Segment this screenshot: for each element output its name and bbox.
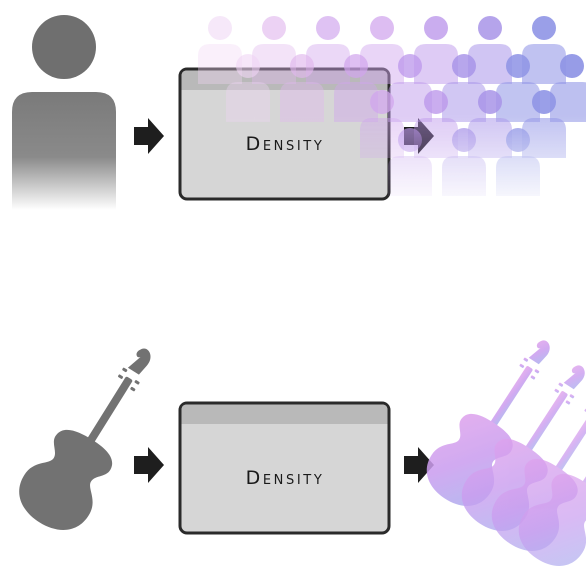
violin-section-icon bbox=[415, 322, 586, 577]
violin-icon bbox=[7, 329, 180, 543]
arrow-right-icon bbox=[134, 118, 164, 154]
crowd-icon bbox=[198, 16, 586, 196]
person-icon bbox=[12, 15, 116, 210]
density-box: Density bbox=[178, 67, 391, 201]
density-label: Density bbox=[246, 467, 325, 489]
arrow-right-icon bbox=[134, 447, 164, 483]
arrow-right-icon bbox=[404, 447, 434, 483]
density-label: Density bbox=[246, 133, 325, 155]
density-box: Density bbox=[178, 401, 391, 535]
